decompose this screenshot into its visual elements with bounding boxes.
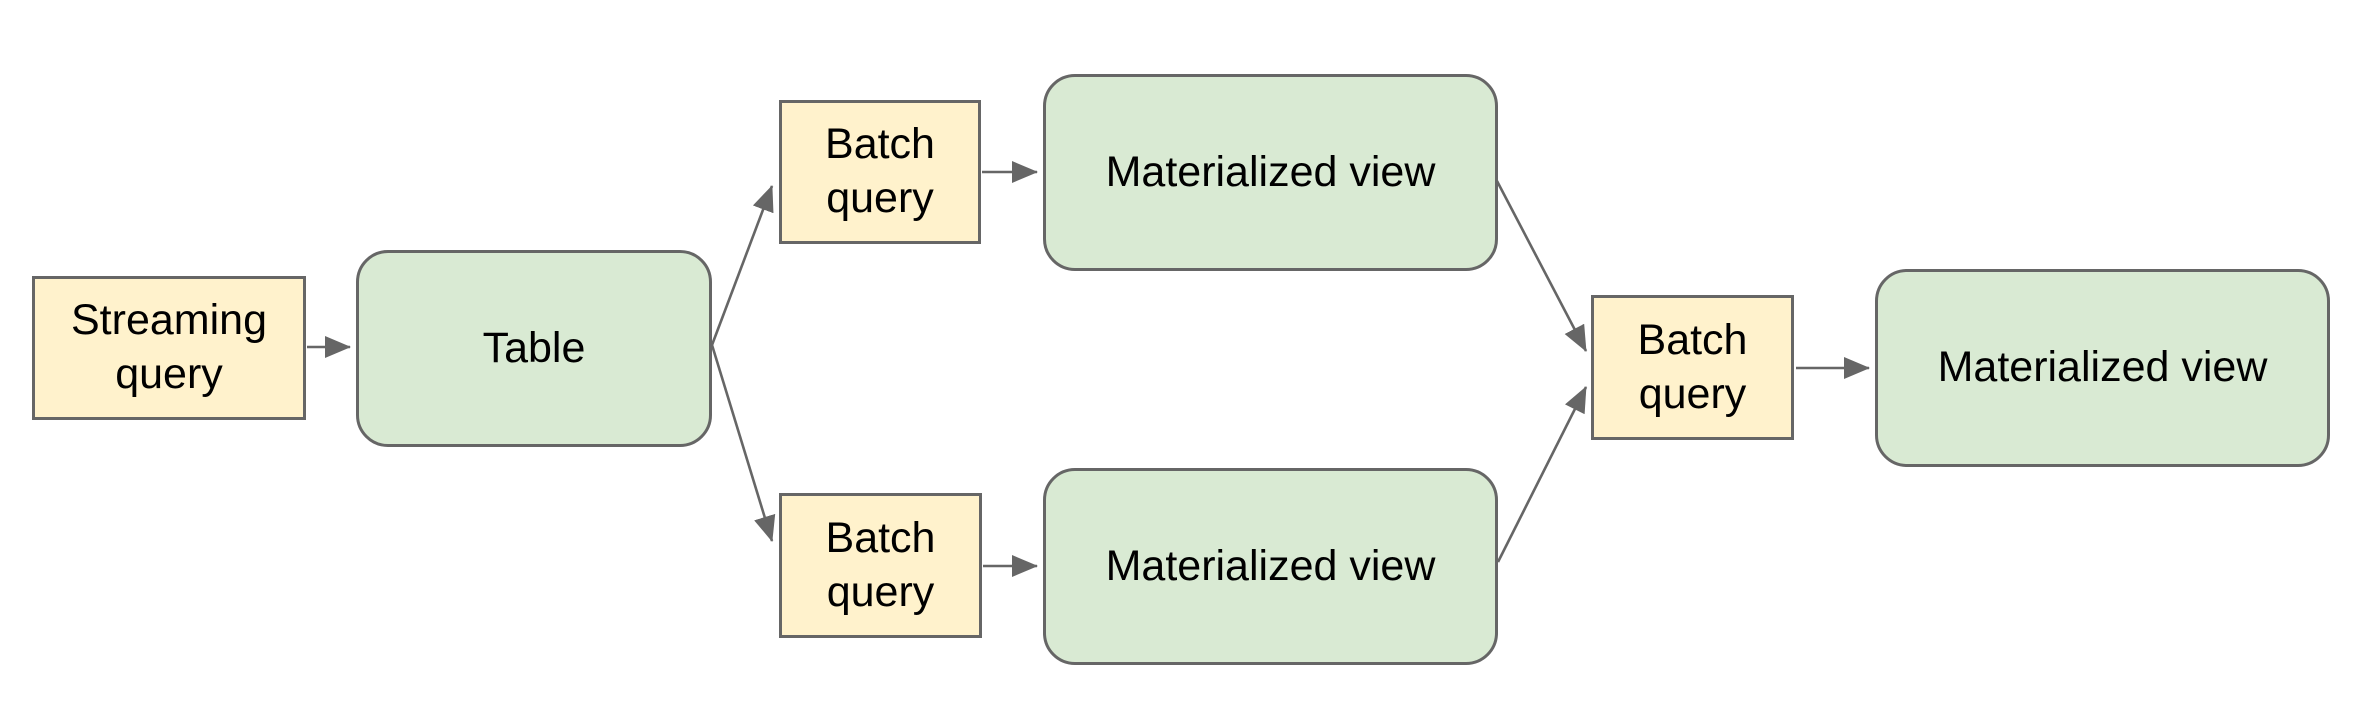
node-batch-query-bottom: Batch query xyxy=(779,493,982,638)
arrow-materialized-view-bottom-to-batch-query-right xyxy=(1496,386,1588,563)
arrow-table-to-batch-query-top xyxy=(710,185,774,346)
node-materialized-view-top-label: Materialized view xyxy=(1105,147,1436,196)
node-batch-query-right-label: Batch query xyxy=(1637,315,1748,418)
node-batch-query-top: Batch query xyxy=(779,100,981,244)
node-batch-query-right: Batch query xyxy=(1591,295,1794,440)
node-materialized-view-right: Materialized view xyxy=(1875,269,2330,467)
node-streaming-query: Streaming query xyxy=(32,276,306,420)
node-table: Table xyxy=(356,250,712,447)
node-streaming-query-label: Streaming query xyxy=(71,296,267,398)
arrow-table-to-batch-query-bottom xyxy=(710,344,776,542)
node-materialized-view-top: Materialized view xyxy=(1043,74,1498,271)
node-materialized-view-right-label: Materialized view xyxy=(1937,343,2268,392)
node-materialized-view-bottom: Materialized view xyxy=(1043,468,1498,665)
node-materialized-view-bottom-label: Materialized view xyxy=(1105,541,1436,590)
node-batch-query-top-label: Batch query xyxy=(825,120,935,222)
arrow-materialized-view-top-to-batch-query-right xyxy=(1495,180,1588,352)
node-table-label: Table xyxy=(482,323,586,372)
node-batch-query-bottom-label: Batch query xyxy=(825,513,936,616)
